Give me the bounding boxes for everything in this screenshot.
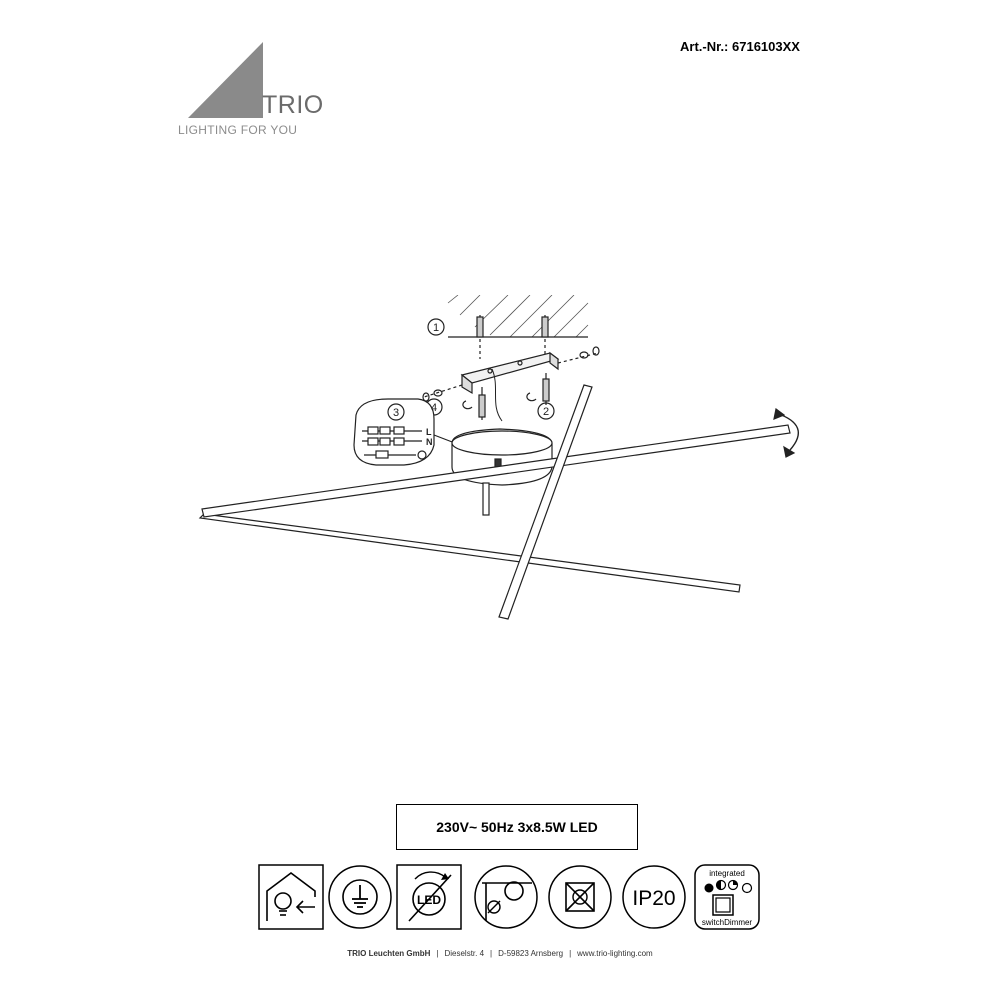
installation-diagram: 1 2 3 4 L N xyxy=(198,295,800,620)
wiring-neutral-label: N xyxy=(426,437,433,447)
svg-text:IP20: IP20 xyxy=(632,887,675,910)
svg-text:integrated: integrated xyxy=(709,869,745,878)
indoor-use-icon xyxy=(258,864,324,930)
footer-website[interactable]: www.trio-lighting.com xyxy=(577,949,653,958)
switch-dimmer-icon: integrated switchDimmer xyxy=(694,864,760,930)
footer-company: TRIO Leuchten GmbH xyxy=(347,949,431,958)
step-2-label: 2 xyxy=(543,406,549,418)
step-1-marker xyxy=(427,318,445,336)
footer-street: Dieselstr. 4 xyxy=(444,949,485,958)
step-1-label: 1 xyxy=(433,322,439,334)
article-number: Art.-Nr.: 6716103XX xyxy=(680,39,800,54)
step-2-marker xyxy=(537,402,555,420)
footer-city: D-59823 Arnsberg xyxy=(498,949,564,958)
logo-wordmark: TRIO xyxy=(262,91,324,119)
protection-class-earth-icon xyxy=(328,865,392,929)
logo-tagline: LIGHTING FOR YOU xyxy=(178,123,298,137)
step-3-marker xyxy=(387,403,405,421)
ip-rating-icon: IP20 xyxy=(622,865,686,929)
ceiling-hatch xyxy=(447,295,589,338)
no-covering-icon xyxy=(548,865,612,929)
svg-text:switchDimmer: switchDimmer xyxy=(702,918,753,927)
electrical-specs: 230V~ 50Hz 3x8.5W LED xyxy=(396,804,638,850)
led-not-replaceable-icon: LED xyxy=(396,864,462,930)
footer-address: TRIO Leuchten GmbH|Dieselstr. 4|D-59823 … xyxy=(347,949,653,958)
step-4-label: 4 xyxy=(431,402,437,414)
minimum-distance-icon xyxy=(474,865,538,929)
wiring-live-label: L xyxy=(426,427,432,437)
step-3-label: 3 xyxy=(393,407,399,419)
trio-logo-icon xyxy=(188,42,263,118)
